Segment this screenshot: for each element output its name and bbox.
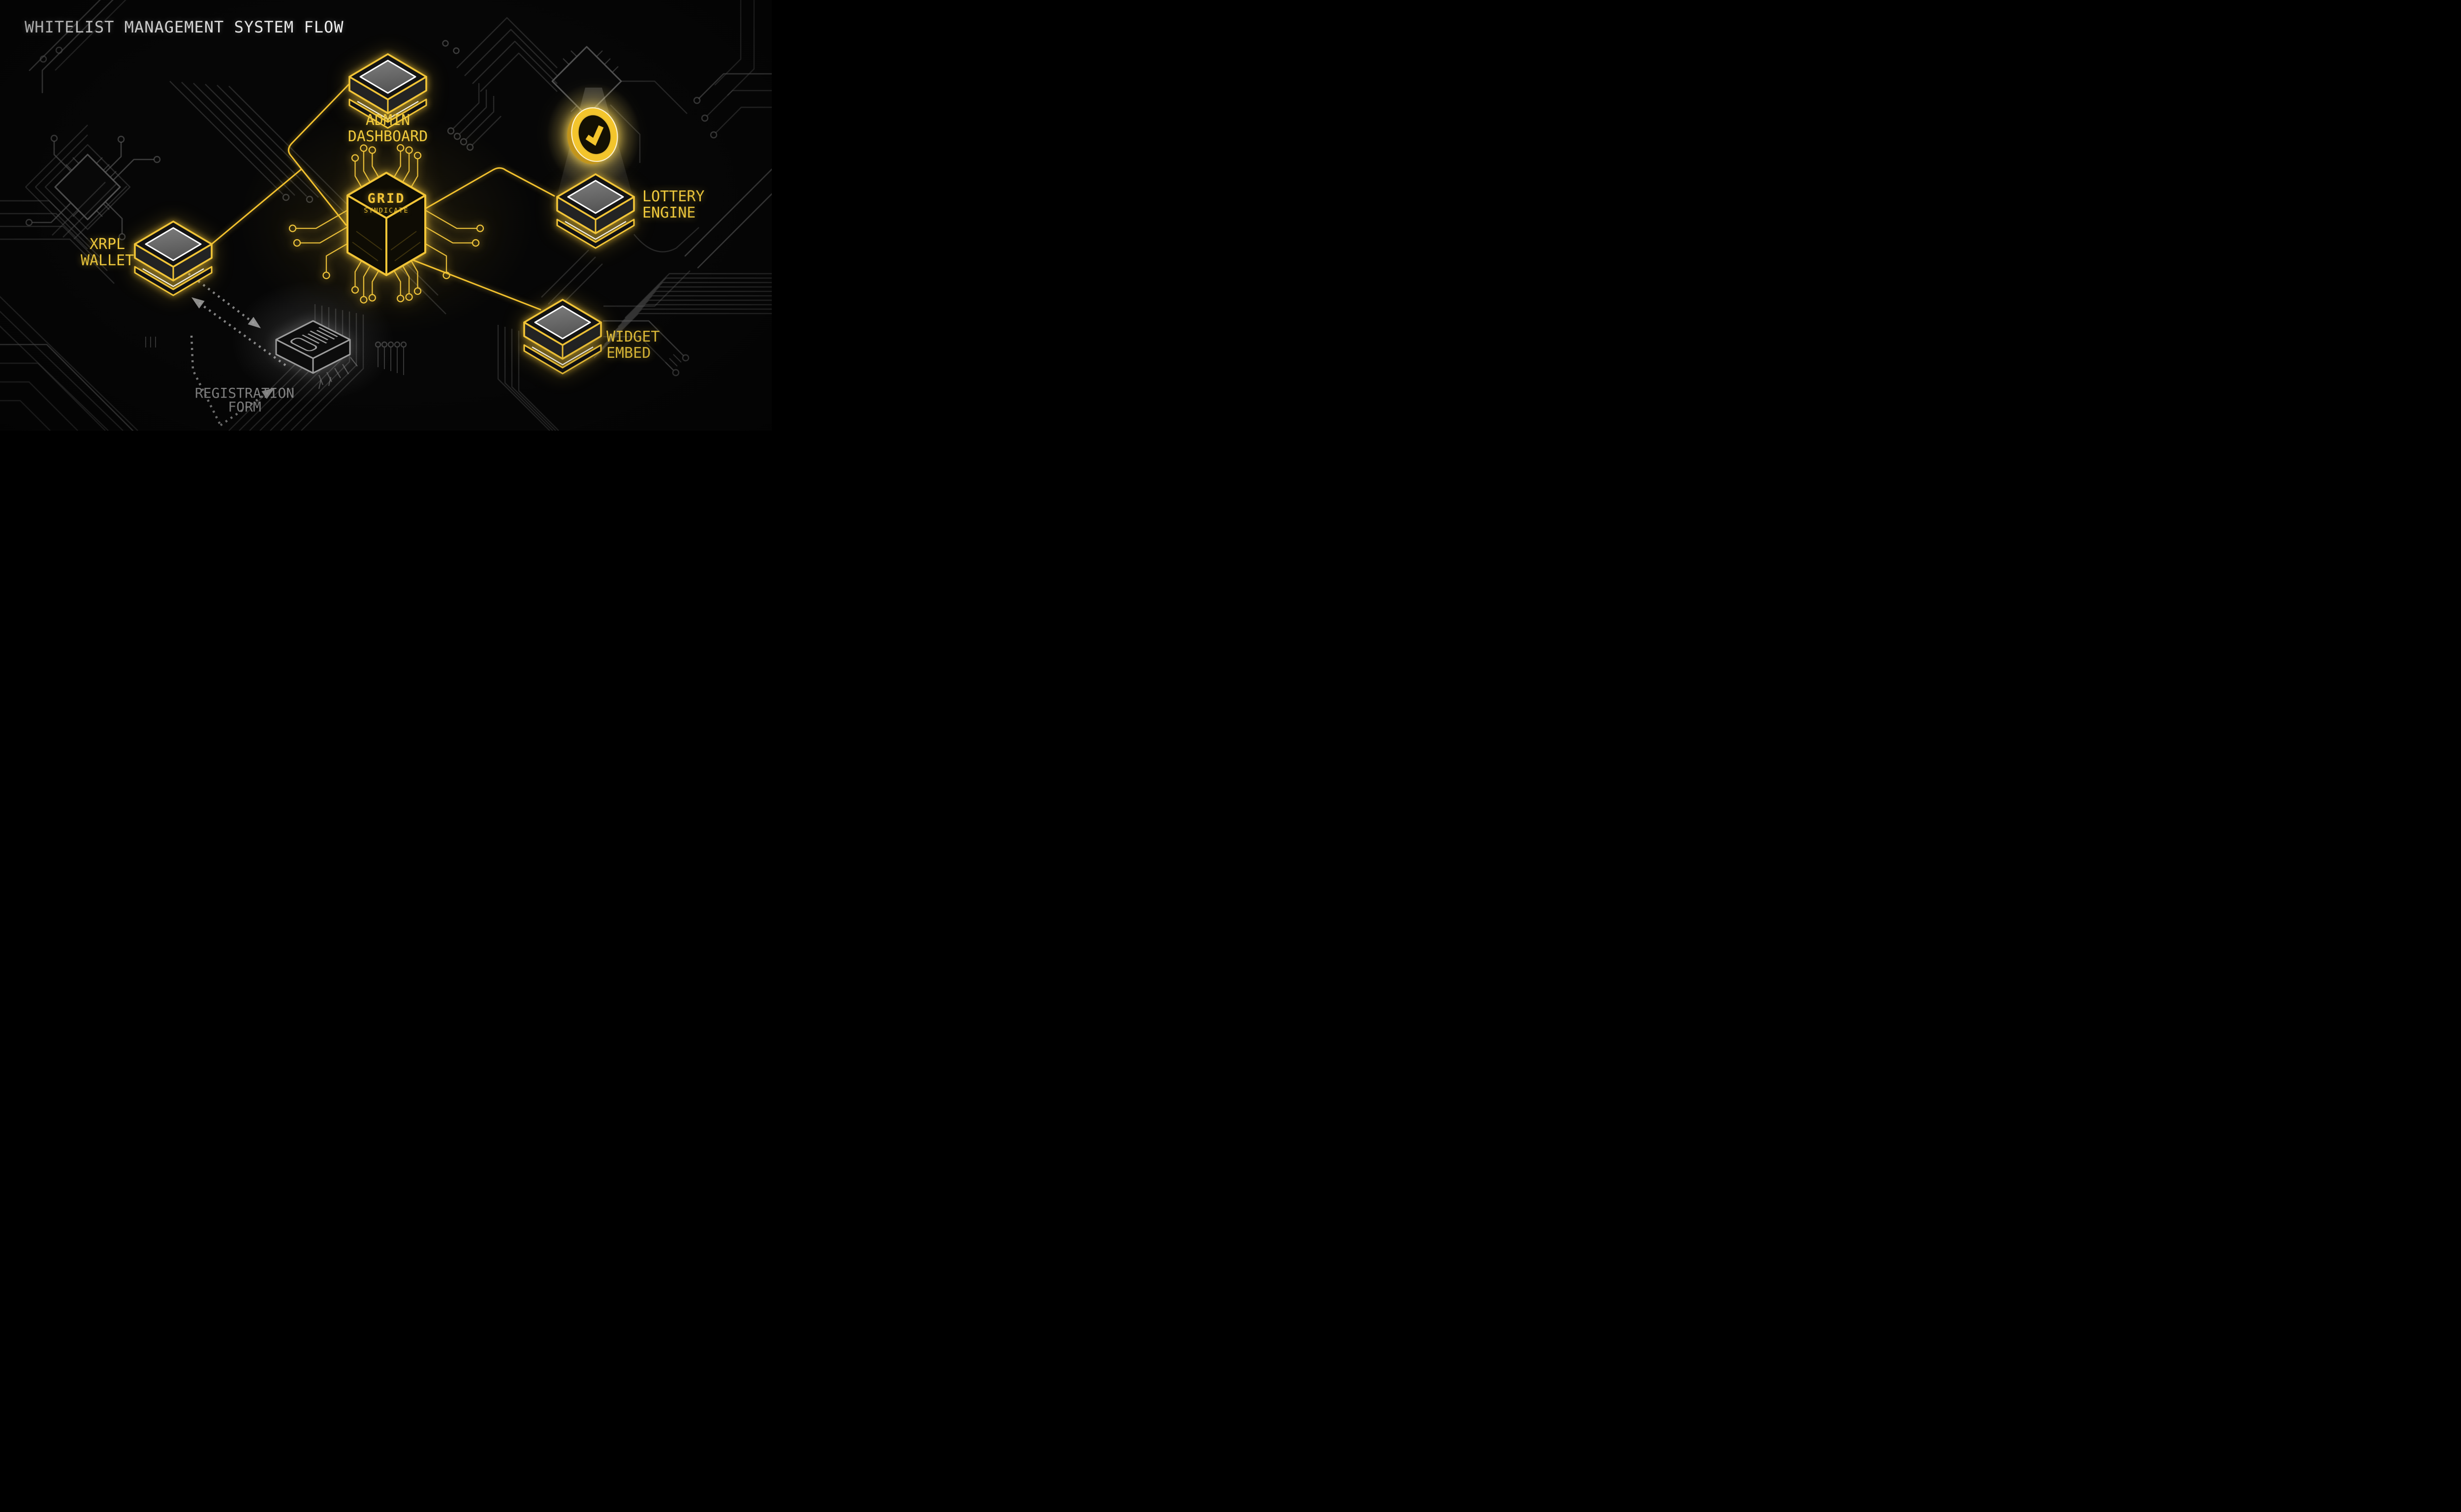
connector-admin-grid — [287, 82, 351, 226]
grid-syndicate-processor: GRID SYNDICATE — [288, 144, 484, 304]
xrpl-wallet-label-line1: XRPL — [90, 236, 125, 253]
xrpl-wallet-node — [134, 220, 213, 296]
whitelist-flow-diagram: GRID SYNDICATE WHITELIST MANAGEMENT SYST… — [0, 0, 772, 431]
registration-form-node — [275, 320, 358, 389]
form-barcode-icon — [290, 327, 338, 351]
page-title: WHITELIST MANAGEMENT SYSTEM FLOW — [25, 18, 344, 36]
xrpl-wallet-label-line2: WALLET — [81, 252, 134, 269]
center-node-subtitle: SYNDICATE — [364, 207, 409, 215]
widget-embed-label-line1: WIDGET — [606, 328, 660, 346]
widget-embed-label-line2: EMBED — [606, 345, 651, 362]
dotted-line-to-form-bottom — [220, 390, 271, 426]
connector-grid-widget — [411, 259, 541, 311]
admin-dashboard-label-line2: DASHBOARD — [348, 128, 428, 145]
lottery-engine-label-line1: LOTTERY — [642, 188, 704, 205]
dotted-line-corner — [190, 335, 222, 426]
widget-embed-node — [523, 299, 602, 375]
lottery-engine-label-line2: ENGINE — [642, 204, 695, 221]
center-node-title: GRID — [367, 191, 405, 206]
admin-dashboard-label-line1: ADMIN — [366, 112, 410, 129]
connector-grid-lottery — [424, 167, 555, 210]
connections — [211, 82, 555, 311]
registration-form-label-line1: REGISTRATION — [195, 385, 294, 401]
arrowhead-into-wallet — [191, 297, 205, 309]
cube-circuit-legs — [288, 144, 484, 304]
check-coin-icon — [567, 107, 618, 164]
connector-wallet-grid — [211, 168, 302, 245]
registration-form-label-line2: FORM — [228, 399, 261, 415]
